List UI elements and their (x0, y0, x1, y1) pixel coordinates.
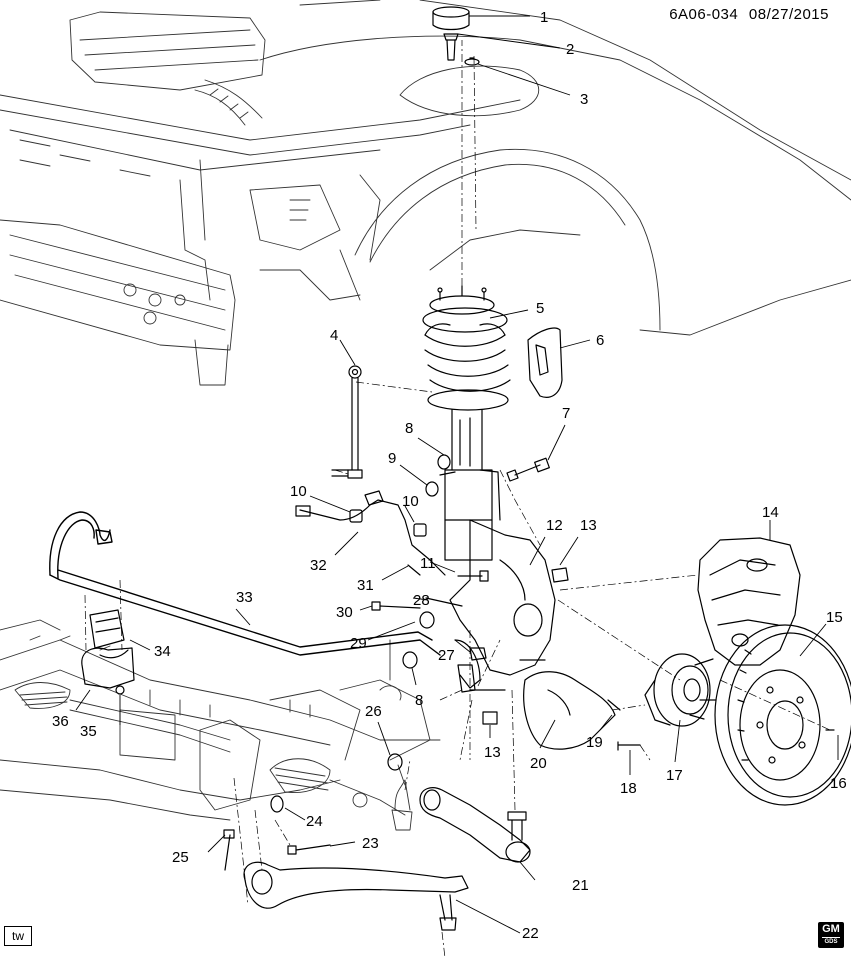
callout-3: 3 (580, 91, 588, 108)
brake-dust-shield (523, 671, 616, 750)
gm-logo-text: GM (822, 923, 840, 935)
vehicle-body-structure (0, 0, 851, 386)
callout-34: 34 (154, 643, 171, 660)
callout-8b: 8 (415, 692, 423, 709)
callout-11: 11 (420, 555, 436, 572)
callout-17: 17 (666, 767, 683, 784)
callout-2: 2 (566, 41, 574, 58)
callout-9: 9 (388, 450, 396, 467)
callout-12: 12 (546, 517, 563, 534)
diagram-code: 6A06-034 (669, 6, 739, 23)
strut-shield (527, 327, 563, 398)
brake-caliper (697, 537, 801, 666)
callout-1: 1 (540, 9, 548, 26)
callout-36: 36 (52, 713, 69, 730)
assembly-reference-lines (84, 40, 831, 959)
callout-labels: 1 2 3 4 5 6 7 8 8 9 10 10 11 12 13 13 14… (52, 9, 847, 942)
callout-35: 35 (80, 723, 97, 740)
lower-control-arm-front (419, 787, 531, 863)
tw-badge: tw (4, 926, 32, 946)
callout-18: 18 (620, 780, 637, 797)
callout-28: 28 (413, 592, 430, 609)
stabilizer-link (331, 365, 363, 479)
callout-31: 31 (357, 577, 374, 594)
callout-13b: 13 (484, 744, 501, 761)
stabilizer-bushing (89, 609, 125, 649)
callout-23: 23 (362, 835, 379, 852)
callout-26: 26 (365, 703, 382, 720)
brake-rotor (714, 624, 851, 806)
callout-6: 6 (596, 332, 604, 349)
callout-33: 33 (236, 589, 253, 606)
callout-4: 4 (330, 327, 338, 344)
callout-20: 20 (530, 755, 547, 772)
wheel-speed-sensor-harness (295, 490, 446, 576)
steering-knuckle (449, 519, 556, 693)
callout-10b: 10 (402, 493, 419, 510)
strut-mount-nut (443, 33, 459, 61)
callout-10a: 10 (290, 483, 307, 500)
strut-assembly (422, 285, 511, 561)
strut-mount-cap (432, 6, 470, 31)
diagram-header: 6A06-034 08/27/2015 (663, 6, 829, 23)
strut-mount-washer (464, 57, 480, 66)
callout-13a: 13 (580, 517, 597, 534)
callout-14: 14 (762, 504, 779, 521)
callout-21: 21 (572, 877, 589, 894)
diagram-date: 08/27/2015 (748, 6, 829, 23)
callout-30: 30 (336, 604, 353, 621)
callout-25: 25 (172, 849, 189, 866)
gm-logo-icon: GM GDS (818, 922, 844, 948)
callout-15: 15 (826, 609, 843, 626)
lower-control-arm-rear (243, 861, 469, 931)
stabilizer-bracket (81, 647, 135, 695)
callout-22: 22 (522, 925, 539, 942)
callout-16: 16 (830, 775, 847, 792)
callout-19: 19 (586, 734, 603, 751)
callout-8a: 8 (405, 420, 413, 437)
stabilizer-bar (49, 511, 441, 656)
callout-5: 5 (536, 300, 544, 317)
callout-32: 32 (310, 557, 327, 574)
leader-lines (75, 15, 839, 934)
gm-logo-subtext: GDS (822, 937, 840, 946)
callout-27: 27 (438, 647, 455, 664)
callout-29: 29 (350, 635, 367, 652)
callout-7: 7 (562, 405, 570, 422)
callout-24: 24 (306, 813, 323, 830)
wheel-hub-bearing (644, 653, 717, 727)
